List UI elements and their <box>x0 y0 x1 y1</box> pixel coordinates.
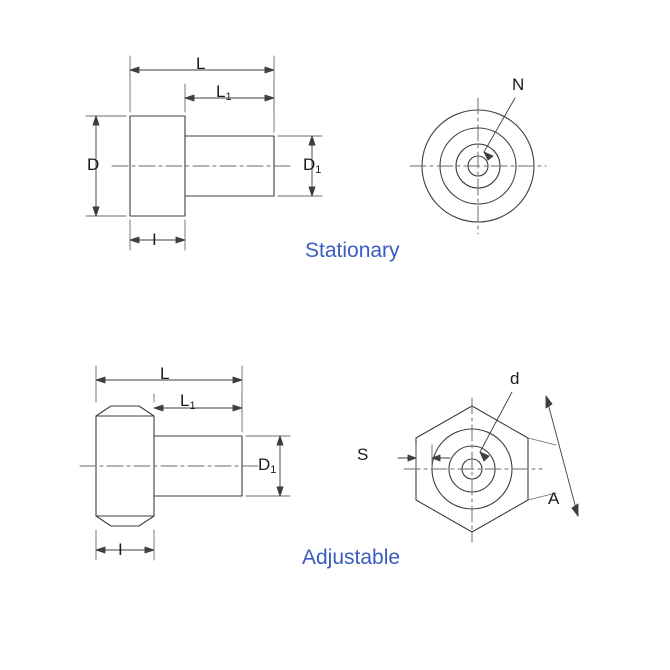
label-D-stationary: D <box>87 155 100 174</box>
stationary-dim-extension-lines <box>85 55 323 251</box>
label-L-adjustable: L <box>160 364 170 383</box>
adjustable-dim-I <box>95 546 155 554</box>
title-adjustable: Adjustable <box>302 546 401 569</box>
stationary-head-outline <box>129 115 186 217</box>
stationary-dim-L <box>129 66 275 74</box>
adjustable-dim-S-extension <box>415 444 433 470</box>
adjustable-dim-A-extension <box>527 437 557 501</box>
adjustable-end-view-centerlines <box>403 397 543 543</box>
adjustable-dim-L1 <box>153 404 243 412</box>
adjustable-dim-S <box>397 454 451 462</box>
label-L-stationary: L <box>196 54 206 73</box>
label-L1-adjustable: L1 <box>180 391 196 412</box>
stationary-leader-N <box>483 97 516 161</box>
label-A-adjustable: A <box>548 489 560 508</box>
adjustable-dim-L <box>95 376 243 384</box>
adjustable-dim-A <box>545 395 579 517</box>
label-d-adjustable: d <box>510 369 520 388</box>
label-S-adjustable: S <box>357 445 369 464</box>
stationary-end-view-centerlines <box>409 97 547 235</box>
label-D1-adjustable: D1 <box>258 455 277 476</box>
adjustable-dim-extension-lines <box>95 365 291 561</box>
adjustable-hex-head-outline <box>95 405 155 527</box>
stationary-dim-D <box>92 115 100 217</box>
label-D1-stationary: D1 <box>303 155 322 176</box>
adjustable-leader-d <box>479 391 513 462</box>
title-stationary: Stationary <box>305 239 400 262</box>
stationary-dim-I <box>129 236 186 244</box>
label-L1-stationary: L1 <box>216 82 232 103</box>
label-I-stationary: I <box>152 230 157 249</box>
stationary-dim-L1 <box>184 94 275 102</box>
adjustable-dim-D1 <box>276 435 284 497</box>
stationary-dim-D1 <box>308 135 316 197</box>
label-I-adjustable: I <box>118 540 123 559</box>
label-N-stationary: N <box>512 75 525 94</box>
